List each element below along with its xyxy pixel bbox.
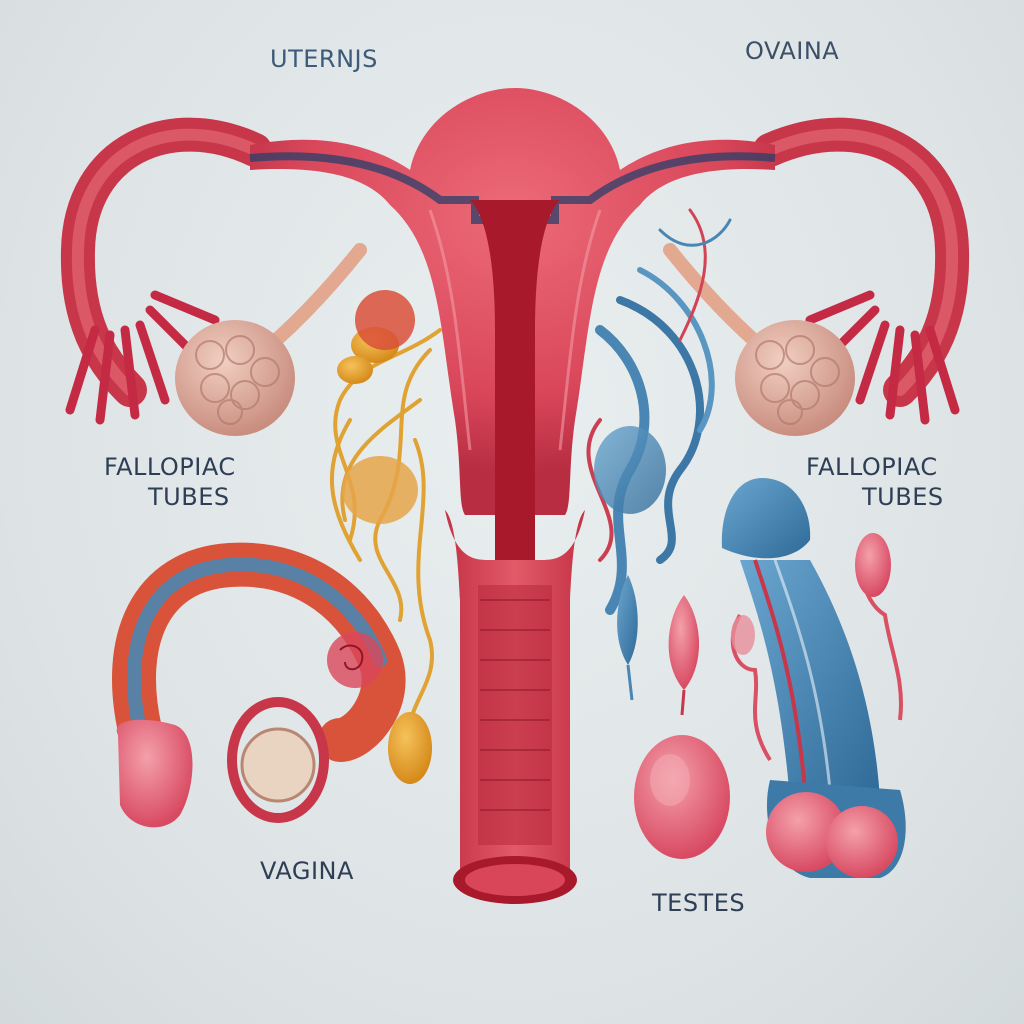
uterus xyxy=(249,88,776,560)
testis xyxy=(634,735,730,859)
fallopian-tube-right xyxy=(753,117,970,425)
ovaria-label: OVAINA xyxy=(745,37,840,65)
uterus-label: UTERNJS xyxy=(270,45,378,73)
blue-vessel-cluster xyxy=(586,208,732,615)
sperm-and-glands xyxy=(617,533,903,762)
vaginal-canal xyxy=(445,510,585,904)
fallopian-tubes-label-left: FALLOPIAC TUBES xyxy=(104,453,236,511)
testes-label: TESTES xyxy=(652,889,746,917)
ovary-right xyxy=(663,243,855,436)
male-organ-left xyxy=(112,542,406,828)
uterine-cavity xyxy=(470,200,560,560)
ovary-left xyxy=(175,243,367,436)
vagina-label: VAGINA xyxy=(260,857,354,885)
fallopian-tube-left xyxy=(60,117,272,425)
fallopian-tubes-label-right: FALLOPIAC TUBES xyxy=(806,453,944,511)
yellow-nerve-cluster xyxy=(329,290,442,784)
male-organ-right xyxy=(721,478,906,878)
